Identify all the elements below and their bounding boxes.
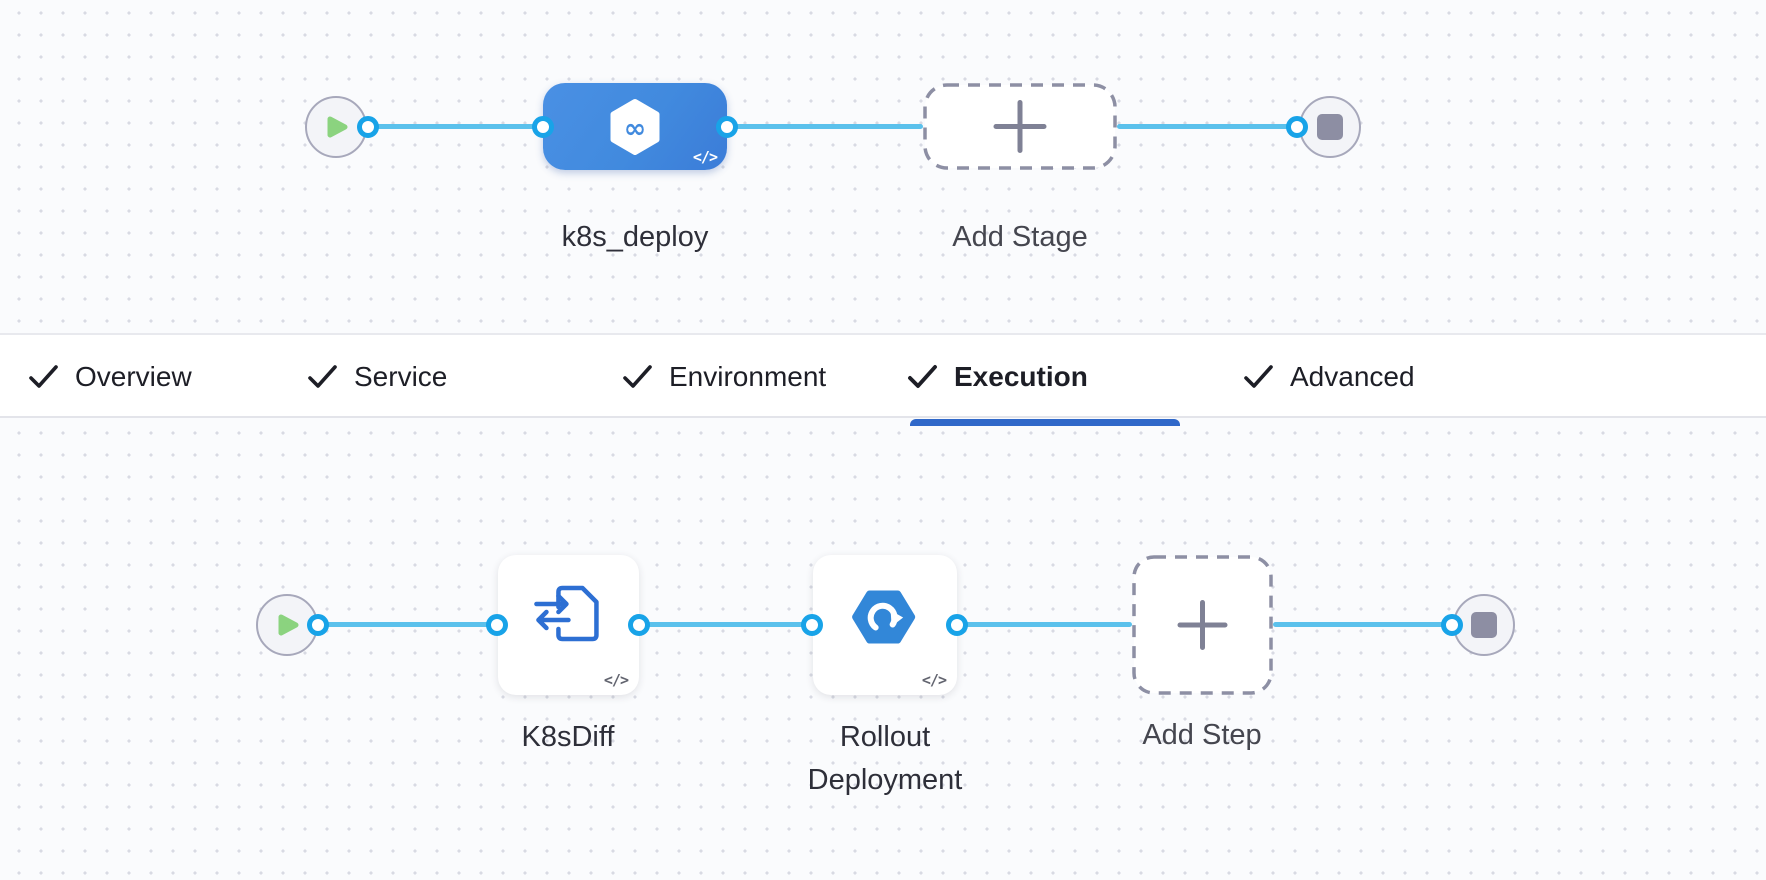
stage-label: k8s_deploy: [561, 221, 709, 253]
step-label: Rollout Deployment: [807, 721, 963, 796]
checkmark-icon: [908, 364, 937, 388]
tab-service[interactable]: Service: [307, 335, 447, 418]
connector-port[interactable]: [628, 614, 650, 636]
tab-label: Overview: [75, 360, 192, 392]
connector-port[interactable]: [486, 614, 508, 636]
checkmark-icon: [1244, 364, 1273, 388]
edge-start-to-stage: [368, 124, 543, 129]
plus-icon: [1177, 600, 1228, 650]
tab-label: Execution: [954, 360, 1088, 392]
step-node-rollout-deployment[interactable]: </>: [813, 555, 957, 695]
tab-label: Advanced: [1290, 360, 1415, 392]
step-label: K8sDiff: [521, 721, 615, 753]
edge-start-to-k8sdiff: [318, 622, 497, 627]
pipeline-end-node: [1299, 96, 1361, 158]
code-icon: </>: [921, 671, 947, 689]
add-stage-button[interactable]: [923, 83, 1117, 170]
tab-environment[interactable]: Environment: [622, 335, 826, 418]
connector-port[interactable]: [307, 614, 329, 636]
edge-addstep-to-end: [1273, 622, 1452, 627]
tab-advanced[interactable]: Advanced: [1243, 335, 1415, 418]
checkmark-icon: [29, 364, 58, 388]
edge-addstage-to-end: [1117, 124, 1297, 129]
play-icon: [327, 116, 347, 138]
connector-port[interactable]: [357, 116, 379, 138]
add-stage-label: Add Stage: [952, 221, 1088, 253]
step-node-k8sdiff[interactable]: </>: [498, 555, 639, 695]
add-step-button[interactable]: [1132, 555, 1273, 695]
connector-port[interactable]: [801, 614, 823, 636]
stop-icon: [1317, 114, 1343, 140]
code-icon: </>: [603, 671, 629, 689]
tab-execution[interactable]: Execution: [907, 335, 1088, 418]
plus-icon: [993, 100, 1047, 153]
stage-config-tabbar: Overview Service Environment Execution A: [0, 333, 1766, 418]
connector-port[interactable]: [1286, 116, 1308, 138]
harness-stage-icon: ∞: [610, 98, 660, 155]
tab-label: Environment: [669, 360, 827, 392]
active-tab-indicator: [910, 419, 1180, 426]
stage-graph-canvas[interactable]: ∞ </> k8s_deploy Add Stage: [0, 0, 1766, 333]
checkmark-icon: [308, 364, 337, 388]
code-icon: </>: [692, 148, 718, 166]
stop-icon: [1471, 612, 1497, 638]
edge-k8sdiff-to-rollout: [639, 622, 812, 627]
connector-port[interactable]: [946, 614, 968, 636]
svg-text:∞: ∞: [624, 113, 647, 144]
execution-graph-canvas[interactable]: </> </>: [0, 420, 1766, 880]
edge-rollout-to-addstep: [956, 622, 1132, 627]
edge-stage-to-addstage: [727, 124, 923, 129]
tab-overview[interactable]: Overview: [28, 335, 192, 418]
pipeline-start-node: [305, 96, 367, 158]
checkmark-icon: [623, 364, 652, 388]
rollout-deployment-icon: [852, 590, 916, 644]
stage-node-k8s-deploy[interactable]: ∞ </>: [543, 83, 727, 170]
tab-label: Service: [354, 360, 448, 392]
play-icon: [278, 614, 298, 636]
connector-port[interactable]: [716, 116, 738, 138]
add-step-label: Add Step: [1142, 719, 1262, 751]
connector-port[interactable]: [532, 116, 554, 138]
k8s-diff-icon: [533, 585, 599, 642]
connector-port[interactable]: [1441, 614, 1463, 636]
